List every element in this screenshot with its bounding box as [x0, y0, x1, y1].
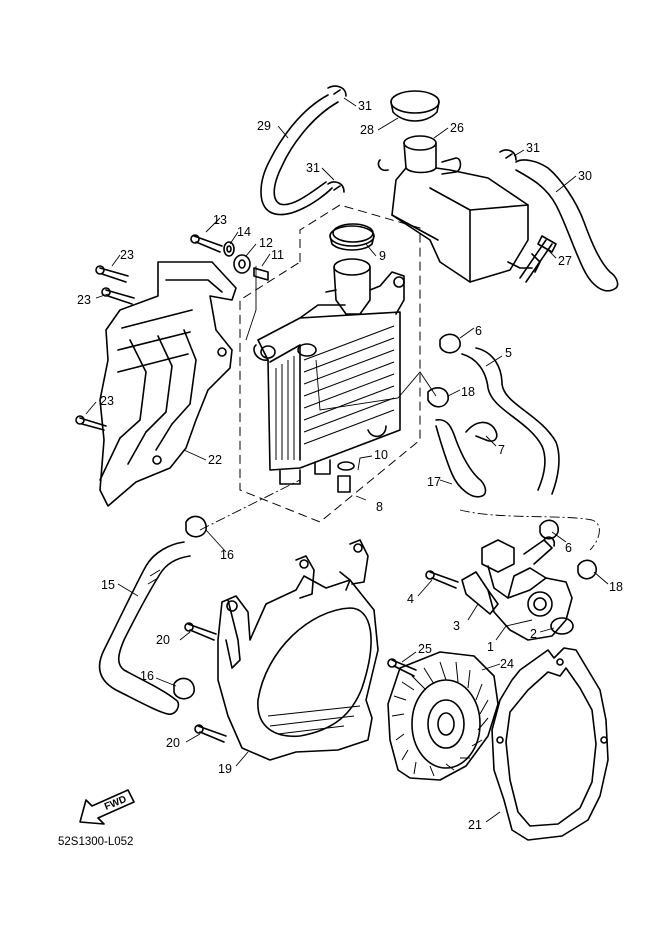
callout-6: 6 — [475, 324, 482, 338]
callout-13: 13 — [213, 213, 227, 227]
callout-9: 9 — [379, 249, 386, 263]
callout-10: 10 — [374, 448, 388, 462]
cooling-fan — [387, 651, 499, 781]
callout-23: 23 — [77, 293, 91, 307]
callout-29: 29 — [257, 119, 271, 133]
callout-8: 8 — [376, 500, 383, 514]
callout-20: 20 — [156, 633, 170, 647]
callout-25: 25 — [418, 642, 432, 656]
callout-7: 7 — [498, 443, 505, 457]
callout-23: 23 — [100, 394, 114, 408]
bolt-23 — [75, 265, 135, 431]
callout-18: 18 — [461, 385, 475, 399]
callout-27: 27 — [558, 254, 572, 268]
screw-25 — [387, 658, 417, 677]
callout-19: 19 — [218, 762, 232, 776]
drawing-code: 52S1300-L052 — [58, 836, 133, 848]
callout-11: 11 — [271, 248, 284, 262]
callout-18: 18 — [609, 580, 623, 594]
bracket-3 — [461, 571, 499, 615]
callout-26: 26 — [450, 121, 464, 135]
hose-29 — [260, 94, 339, 216]
callout-5: 5 — [505, 346, 512, 360]
callout-31: 31 — [526, 141, 540, 155]
callout-24: 24 — [500, 657, 514, 671]
radiator-assembly-outline — [239, 204, 421, 523]
callout-14: 14 — [237, 225, 251, 239]
radiator-cap — [332, 223, 374, 243]
gasket — [491, 647, 609, 841]
callout-4: 4 — [407, 592, 414, 606]
bolt-4 — [425, 570, 459, 589]
radiator-filler-neck — [325, 225, 405, 315]
callout-28: 28 — [360, 123, 374, 137]
callout-21: 21 — [468, 818, 482, 832]
drain-bolt — [337, 461, 355, 493]
leader-lines — [85, 97, 609, 823]
hose-5 — [461, 347, 560, 495]
reservoir-cap — [390, 90, 440, 122]
callout-20: 20 — [166, 736, 180, 750]
shroud — [217, 539, 379, 761]
callout-22: 22 — [208, 453, 222, 467]
hose-clip-7 — [465, 421, 498, 442]
hose-30 — [515, 159, 619, 292]
callout-16: 16 — [140, 669, 154, 683]
o-ring-2 — [550, 617, 574, 635]
callout-1: 1 — [487, 640, 494, 654]
bolt-27 — [519, 235, 557, 283]
hose-clip — [327, 85, 517, 193]
hose-17 — [435, 418, 487, 498]
assembly-line — [199, 479, 600, 551]
callout-3: 3 — [453, 619, 460, 633]
callout-30: 30 — [578, 169, 592, 183]
water-pump — [481, 536, 573, 641]
hose-15-marking — [147, 569, 161, 585]
hose-15 — [98, 541, 191, 715]
collar-11 — [253, 267, 269, 281]
callout-15: 15 — [101, 578, 115, 592]
callout-2: 2 — [530, 627, 537, 641]
grommet-12 — [233, 254, 251, 274]
reservoir-tank — [377, 135, 541, 283]
callout-31: 31 — [358, 99, 372, 113]
callout-31: 31 — [306, 161, 320, 175]
callout-16: 16 — [220, 548, 234, 562]
callout-6: 6 — [565, 541, 572, 555]
callout-labels: 1 2 3 4 5 6 6 7 8 9 10 11 12 13 14 15 16… — [77, 99, 623, 832]
radiator — [253, 304, 401, 485]
bolt-13 — [190, 234, 223, 253]
radiator-cover — [99, 261, 237, 507]
callout-17: 17 — [427, 475, 441, 489]
callout-12: 12 — [259, 236, 273, 250]
callout-23: 23 — [120, 248, 134, 262]
hose-clamp-18 — [427, 387, 597, 580]
washer-14 — [223, 241, 235, 257]
hose-clamp — [439, 333, 559, 540]
bolt-20 — [184, 622, 227, 743]
forward-direction-arrow: FWD — [79, 789, 135, 825]
